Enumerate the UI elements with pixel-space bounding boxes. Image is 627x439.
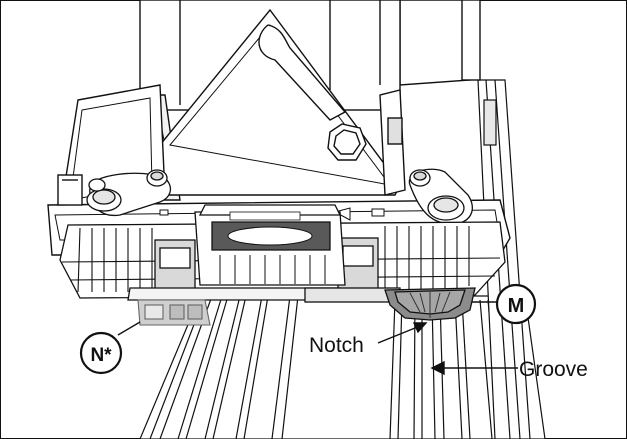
left-knob — [86, 169, 172, 217]
callout-leaders — [117, 301, 518, 376]
notch-arrowhead — [412, 322, 428, 334]
notch-leader-line — [377, 325, 421, 344]
saw-body — [139, 0, 481, 201]
guide-clamp-assembly — [59, 204, 506, 303]
groove-label: Groove — [519, 358, 588, 381]
callout-n-star: N* — [79, 331, 123, 375]
callout-n-star-label: N* — [90, 345, 112, 366]
callout-m-label: M — [508, 295, 525, 317]
groove-arrowhead — [430, 360, 445, 376]
base-details — [159, 207, 385, 221]
callout-n-star-circle — [79, 331, 123, 375]
n-star-leader-line — [117, 321, 141, 336]
n-star-part — [137, 299, 211, 326]
notch-label: Notch — [309, 334, 364, 357]
callout-m-circle — [495, 283, 537, 325]
callout-m: M — [495, 283, 537, 325]
notch-piece — [384, 287, 476, 321]
right-knob — [408, 168, 473, 225]
